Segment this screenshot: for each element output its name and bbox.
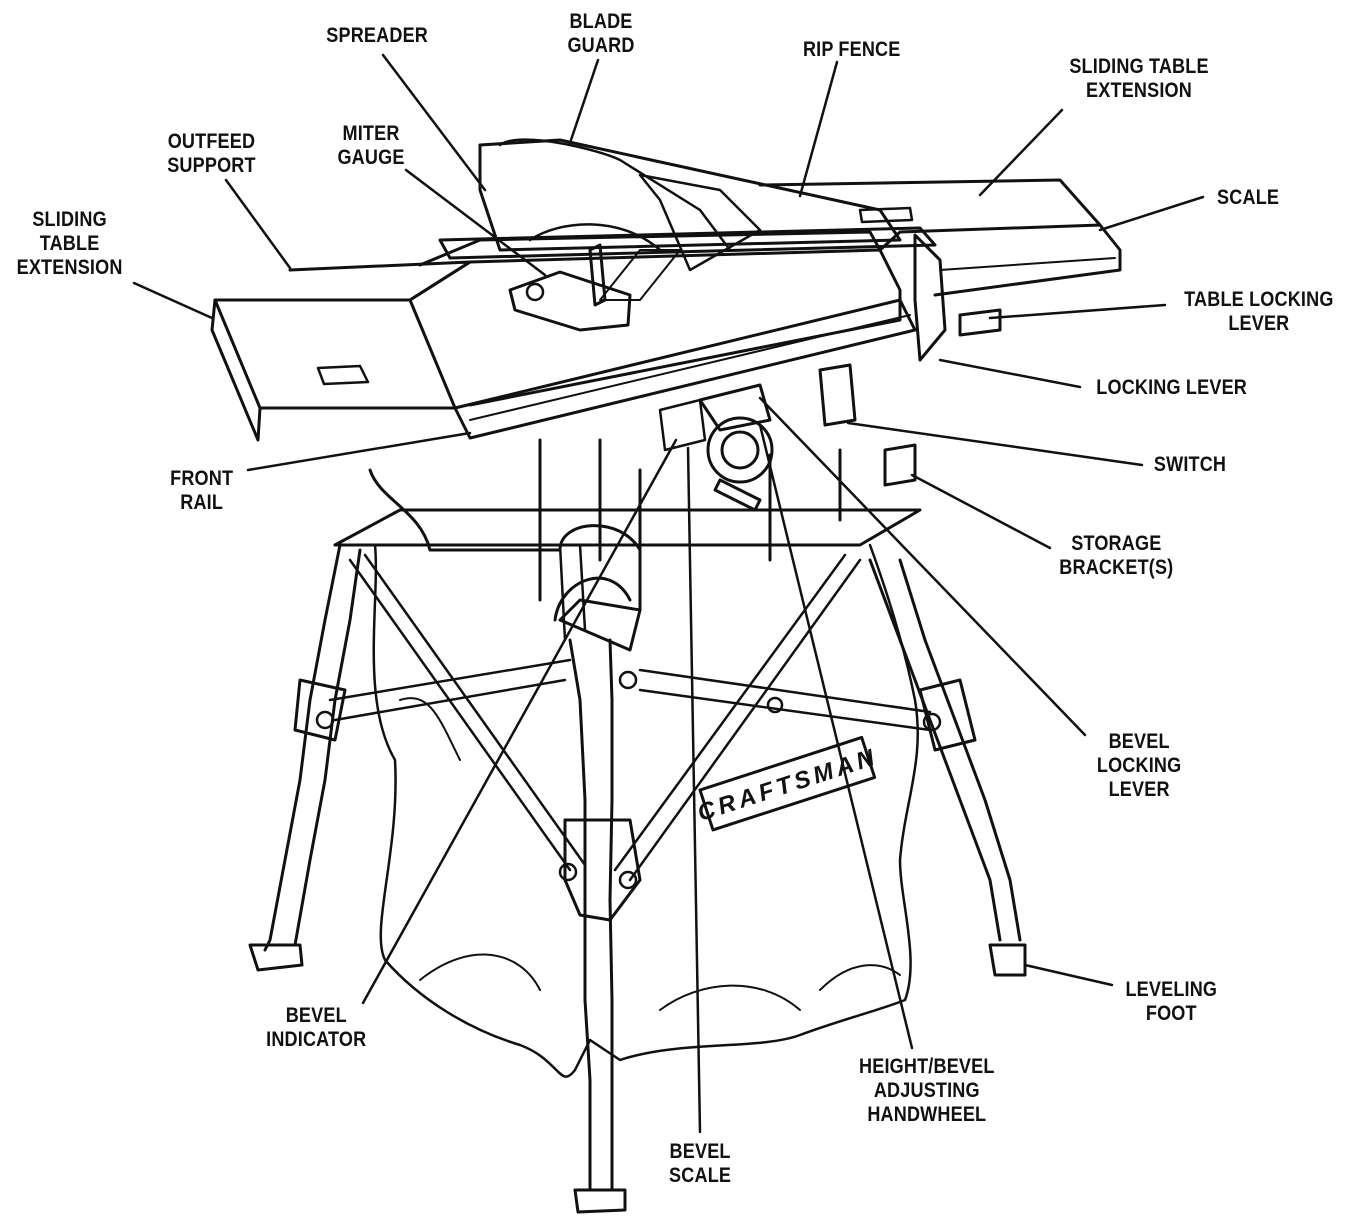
label-rip-fence: RIP FENCE	[802, 38, 901, 61]
label-table-locking-lever: TABLE LOCKING LEVER	[1184, 288, 1334, 335]
label-storage-brackets: STORAGE BRACKET(S)	[1059, 532, 1174, 579]
stand-upper-frame	[333, 508, 922, 547]
label-front-rail: FRONT RAIL	[170, 467, 234, 514]
label-outfeed-support: OUTFEED SUPPORT	[167, 130, 256, 177]
cross-braces	[328, 553, 932, 882]
label-miter-gauge: MITER GAUGE	[337, 122, 405, 169]
label-switch: SWITCH	[1153, 453, 1227, 476]
leader-lines	[132, 53, 1205, 1134]
label-bevel-locking-lever: BEVEL LOCKING LEVER	[1096, 730, 1182, 801]
stand-legs	[248, 543, 1027, 1214]
saw-table	[210, 138, 1122, 442]
label-scale: SCALE	[1217, 186, 1280, 209]
label-leveling-foot: LEVELING FOOT	[1125, 978, 1218, 1025]
label-sliding-table-extension-left: SLIDING TABLE EXTENSION	[16, 208, 123, 279]
dust-bag	[372, 543, 919, 1078]
label-locking-lever: LOCKING LEVER	[1096, 376, 1248, 399]
front-rail-shape	[453, 298, 917, 440]
handwheel-assembly	[658, 383, 774, 512]
label-spreader: SPREADER	[326, 24, 429, 47]
label-height-bevel-handwheel: HEIGHT/BEVEL ADJUSTING HANDWHEEL	[859, 1055, 995, 1126]
blade-guard-shape	[478, 138, 902, 252]
label-bevel-scale: BEVEL SCALE	[669, 1140, 732, 1187]
craftsman-badge: CRAFTSMAN	[694, 735, 881, 832]
miter-gauge-shape	[508, 243, 632, 332]
label-sliding-table-extension-right: SLIDING TABLE EXTENSION	[1069, 55, 1209, 102]
label-bevel-indicator: BEVEL INDICATOR	[266, 1004, 367, 1051]
label-blade-guard: BLADE GUARD	[567, 10, 635, 57]
